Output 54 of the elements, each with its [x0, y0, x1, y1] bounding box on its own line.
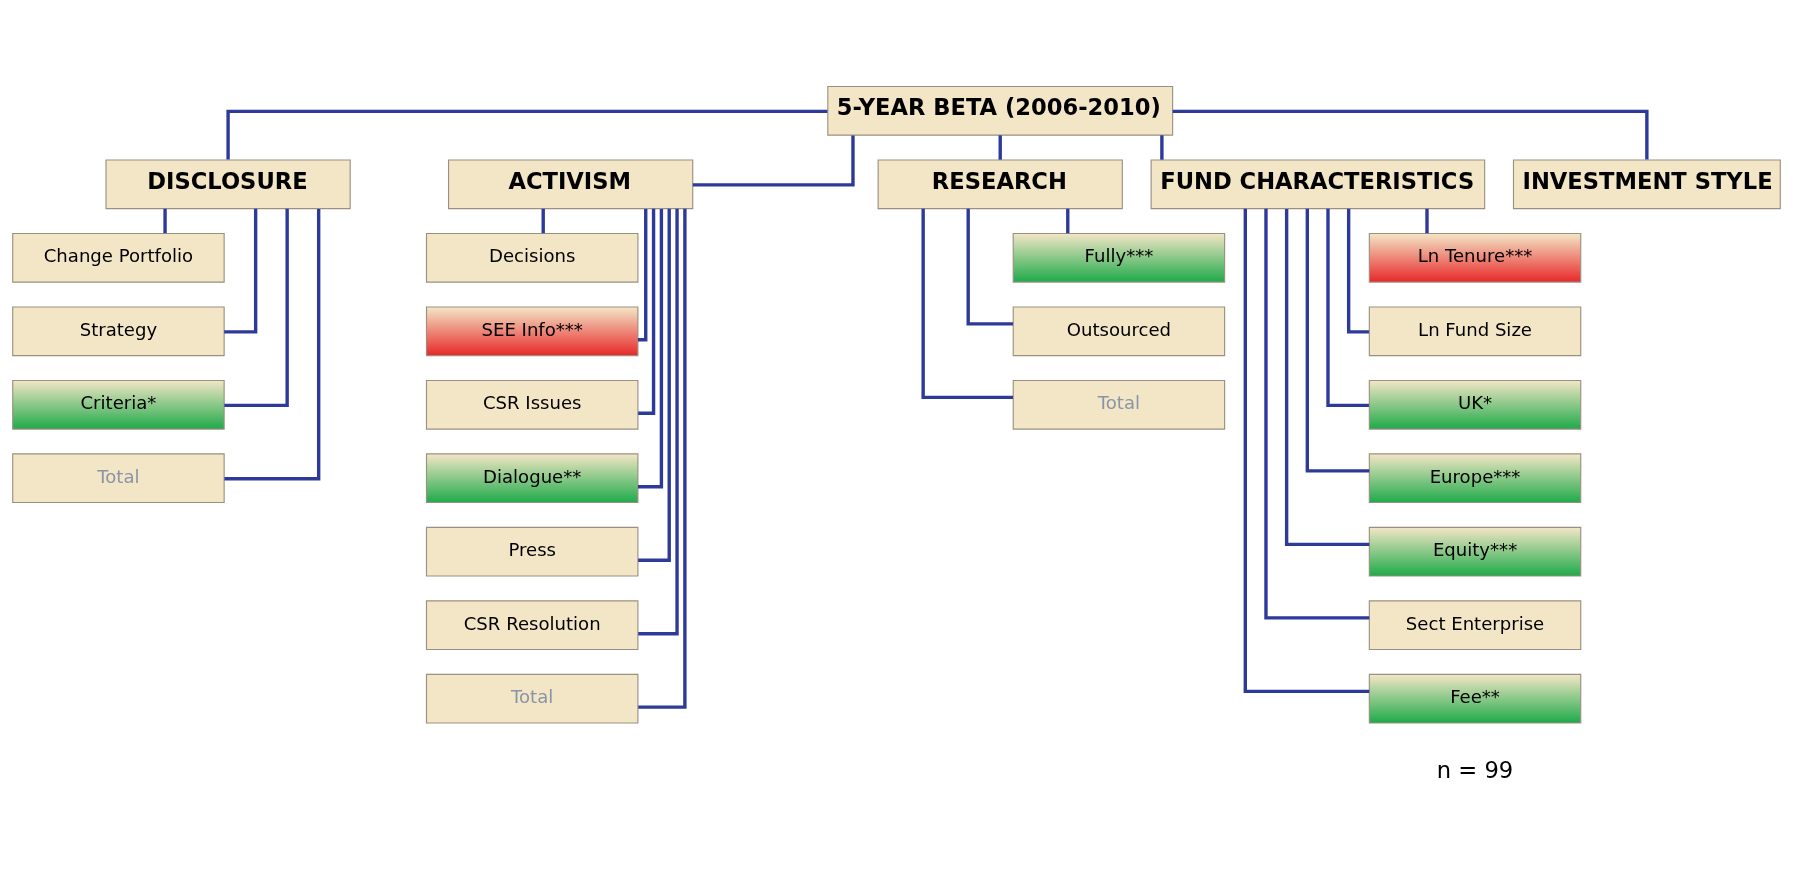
node-box: Total — [1012, 379, 1226, 430]
connector — [163, 208, 167, 233]
node-box: SEE Info*** — [425, 305, 639, 356]
node-box: 5-YEAR BETA (2006-2010) — [827, 85, 1174, 136]
connector — [638, 208, 671, 562]
connector — [224, 208, 321, 480]
connector — [1425, 208, 1429, 233]
connector — [637, 208, 648, 341]
connector — [998, 134, 1002, 160]
node-box: Total — [12, 452, 225, 503]
node-box: CSR Resolution — [425, 599, 639, 650]
connector — [638, 208, 664, 488]
connector — [226, 109, 828, 160]
connector — [1305, 208, 1370, 473]
connector — [224, 208, 289, 407]
connector — [1243, 208, 1370, 693]
connector — [966, 208, 1013, 326]
connector — [638, 208, 679, 635]
connector — [638, 208, 656, 415]
connector — [224, 208, 258, 334]
connector — [1264, 208, 1370, 620]
node-box: Criteria* — [12, 379, 225, 430]
node-box: Ln Tenure*** — [1368, 232, 1582, 283]
connector — [1326, 208, 1369, 407]
node-box: ACTIVISM — [447, 158, 694, 209]
node-box: CSR Issues — [425, 379, 639, 430]
node-box: INVESTMENT STYLE — [1512, 158, 1781, 209]
connector — [541, 208, 545, 233]
node-box: FUND CHARACTERISTICS — [1150, 158, 1486, 209]
connector — [692, 135, 855, 187]
connector — [638, 208, 687, 709]
node-box: Outsourced — [1012, 305, 1226, 356]
node-box: UK* — [1368, 379, 1582, 430]
node-box: Fully*** — [1012, 232, 1226, 283]
node-box: Ln Fund Size — [1368, 305, 1582, 356]
node-box: Fee** — [1368, 673, 1582, 724]
connector — [1346, 208, 1369, 334]
connector — [1284, 208, 1370, 546]
node-box: Change Portfolio — [12, 232, 225, 283]
connector — [1066, 208, 1070, 233]
node-box: Press — [425, 526, 639, 577]
node-box: Strategy — [12, 305, 225, 356]
node-box: RESEARCH — [877, 158, 1123, 209]
connector — [921, 208, 1013, 399]
node-box: DISCLOSURE — [105, 158, 351, 209]
node-box: Europe*** — [1368, 452, 1582, 503]
label: n = 99 — [1436, 756, 1514, 783]
node-box: Decisions — [425, 232, 639, 283]
node-box: Total — [425, 673, 639, 724]
connector — [1160, 134, 1164, 160]
node-box: Equity*** — [1368, 526, 1582, 577]
node-box: Dialogue** — [425, 452, 639, 503]
connector — [1172, 109, 1649, 160]
node-box: Sect Enterprise — [1368, 599, 1582, 650]
